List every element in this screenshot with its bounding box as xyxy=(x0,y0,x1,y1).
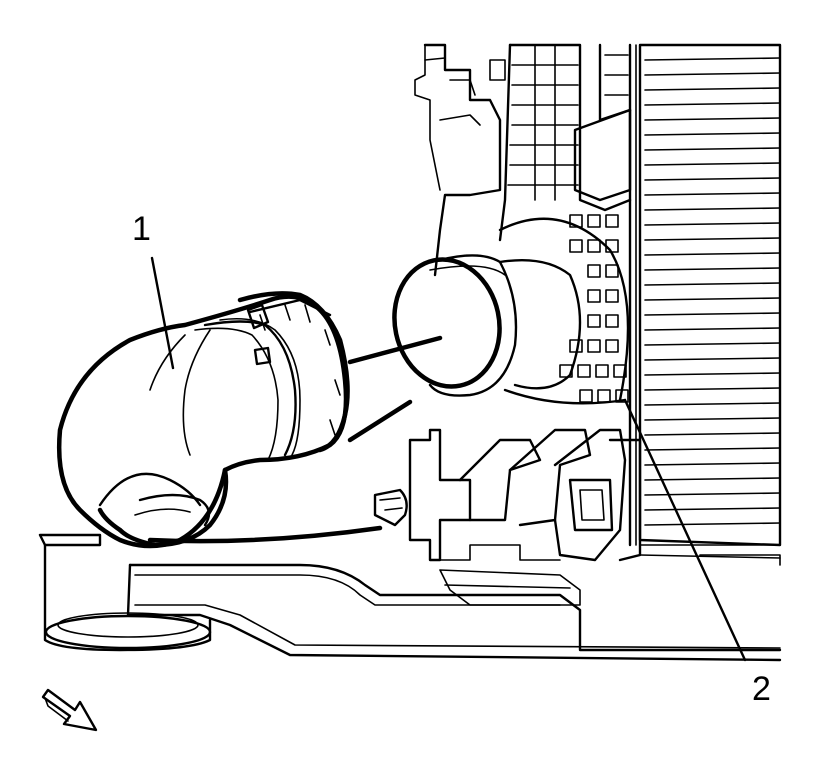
upper-bracket xyxy=(414,43,506,277)
leader-line-2 xyxy=(623,398,747,662)
callout-leaders xyxy=(150,256,747,662)
air-intake-hose xyxy=(56,291,383,549)
mounting-clips xyxy=(373,428,642,606)
leader-line-1 xyxy=(150,256,175,370)
callout-label-1: 1 xyxy=(132,210,151,248)
duct-outlet xyxy=(392,254,582,397)
frame-rail xyxy=(38,533,782,662)
alignment-guides xyxy=(347,335,443,443)
callout-label-2: 2 xyxy=(752,670,771,708)
arrow-down-right-icon xyxy=(41,688,98,732)
air-duct-housing xyxy=(498,43,632,405)
radiator xyxy=(628,43,782,547)
